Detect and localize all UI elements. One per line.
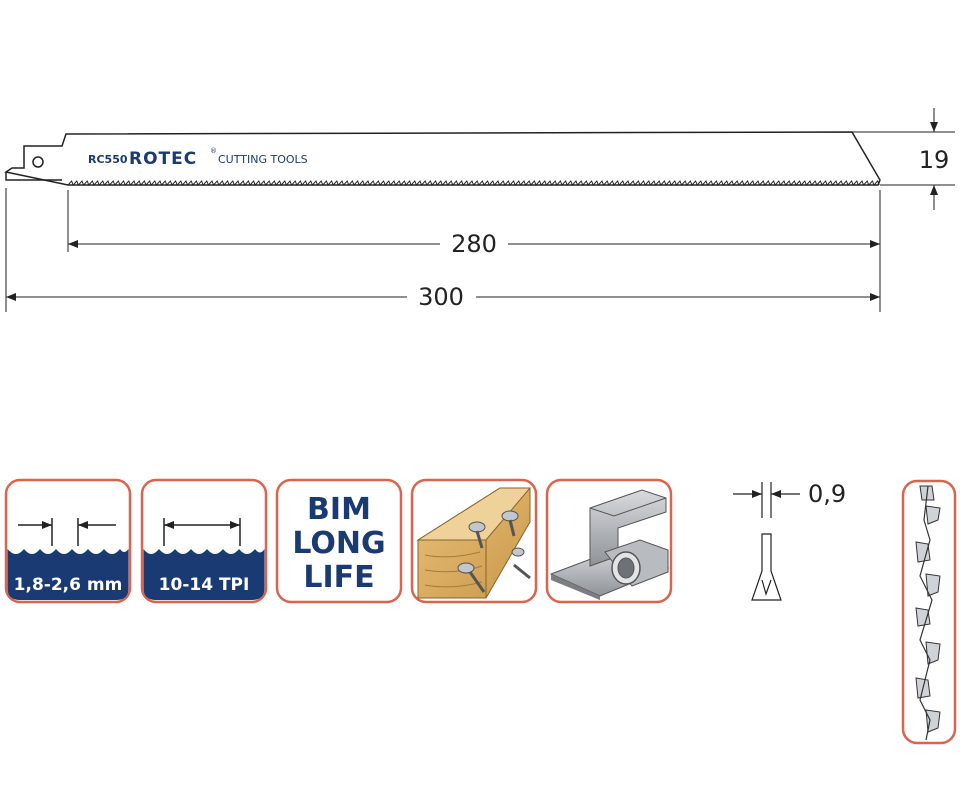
height-dimension xyxy=(852,108,955,210)
tpi-label: 10-14 TPI xyxy=(159,575,250,595)
thickness-dimension xyxy=(733,482,800,518)
bim-line-2: LONG xyxy=(292,526,385,561)
total-length-value: 300 xyxy=(418,283,464,311)
registered-mark: ® xyxy=(210,147,217,155)
tooth-pitch-icon: 1,8-2,6 mm xyxy=(4,478,132,604)
blade-teeth xyxy=(67,180,880,186)
height-value: 19 xyxy=(919,146,950,174)
saw-blade xyxy=(4,131,881,186)
blade-model-label: RC550 xyxy=(88,153,128,166)
wood-with-nails-icon xyxy=(410,478,538,604)
bim-line-3: LIFE xyxy=(303,560,374,595)
cutting-length-value: 280 xyxy=(451,230,497,258)
bim-line-1: BIM xyxy=(307,492,371,527)
bim-long-life-icon: BIM LONG LIFE xyxy=(275,478,403,604)
tpi-icon: 10-14 TPI xyxy=(140,478,268,604)
metal-profiles-icon xyxy=(545,478,673,604)
blade-cross-section xyxy=(751,533,782,601)
total-length-dimension xyxy=(5,188,880,312)
tooth-pitch-label: 1,8-2,6 mm xyxy=(14,575,123,595)
tooth-set-icon xyxy=(901,479,957,745)
brand-tagline: CUTTING TOOLS xyxy=(218,153,308,166)
mounting-hole xyxy=(32,156,44,168)
cutting-length-dimension xyxy=(67,190,881,312)
thickness-value: 0,9 xyxy=(808,480,846,508)
brand-logo: ROTEC xyxy=(129,149,197,169)
